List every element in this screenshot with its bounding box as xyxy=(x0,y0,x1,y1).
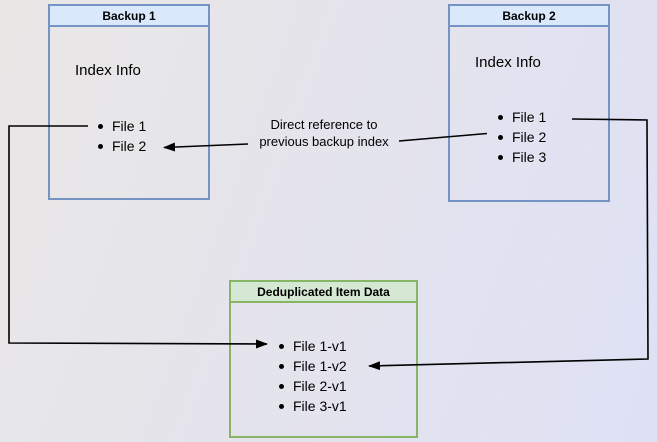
backup2-file-2: File 2 xyxy=(512,129,547,145)
backup1-file-2: File 2 xyxy=(112,138,147,154)
dedup-file-1v2: File 1-v2 xyxy=(293,358,347,374)
backup1-file-list: File 1 File 2 xyxy=(98,116,146,156)
list-item: File 1 xyxy=(98,116,146,136)
list-item: File 3 xyxy=(498,147,546,167)
backup2-index-info-label: Index Info xyxy=(475,54,541,71)
backup2-file-1: File 1 xyxy=(512,109,547,125)
dedup-file-list: File 1-v1 File 1-v2 File 2-v1 File 3-v1 xyxy=(279,336,347,416)
backup1-index-info-label: Index Info xyxy=(75,62,141,79)
bullet-icon xyxy=(279,343,284,349)
list-item: File 2 xyxy=(498,127,546,147)
list-item: File 2 xyxy=(98,136,146,156)
backup2-file-3: File 3 xyxy=(512,149,547,165)
backup1-file-1: File 1 xyxy=(112,118,147,134)
direct-reference-annotation: Direct reference to previous backup inde… xyxy=(238,116,410,150)
list-item: File 1-v1 xyxy=(279,336,347,356)
bullet-icon xyxy=(98,143,103,149)
dedup-file-3v1: File 3-v1 xyxy=(293,398,347,414)
bullet-icon xyxy=(498,154,503,160)
bullet-icon xyxy=(279,383,284,389)
backup2-header: Backup 2 xyxy=(450,6,608,27)
bullet-icon xyxy=(498,114,503,120)
backup2-box: Backup 2 xyxy=(448,4,610,202)
backup2-title: Backup 2 xyxy=(502,8,556,23)
dedup-file-2v1: File 2-v1 xyxy=(293,378,347,394)
backup1-header: Backup 1 xyxy=(50,6,208,27)
bullet-icon xyxy=(498,134,503,140)
dedup-header: Deduplicated Item Data xyxy=(231,282,416,303)
list-item: File 1-v2 xyxy=(279,356,347,376)
bullet-icon xyxy=(279,363,284,369)
dedup-title: Deduplicated Item Data xyxy=(257,284,390,299)
bullet-icon xyxy=(279,403,284,409)
annotation-line2: previous backup index xyxy=(259,134,389,149)
list-item: File 2-v1 xyxy=(279,376,347,396)
list-item: File 1 xyxy=(498,107,546,127)
backup1-box: Backup 1 xyxy=(48,4,210,200)
annotation-line1: Direct reference to xyxy=(270,117,378,132)
list-item: File 3-v1 xyxy=(279,396,347,416)
backup1-title: Backup 1 xyxy=(102,8,156,23)
dedup-file-1v1: File 1-v1 xyxy=(293,338,347,354)
backup2-file-list: File 1 File 2 File 3 xyxy=(498,107,546,167)
bullet-icon xyxy=(98,123,103,129)
